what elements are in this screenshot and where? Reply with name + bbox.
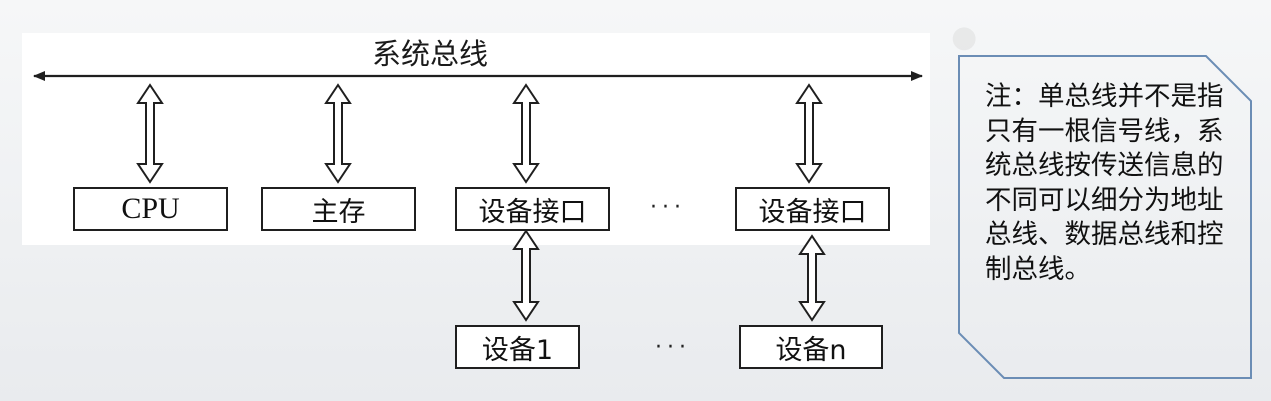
double-arrow-cpu [136, 83, 164, 184]
device-1-box: 设备1 [455, 325, 580, 369]
double-arrow-interface-2 [795, 83, 823, 184]
main-memory-box: 主存 [261, 187, 416, 231]
device-interface-box-2: 设备接口 [735, 187, 890, 231]
device-interface-box-1: 设备接口 [455, 187, 610, 231]
double-arrow-memory [324, 83, 352, 184]
note-callout [958, 55, 1253, 380]
ellipsis-top: ··· [650, 195, 686, 220]
device-n-box: 设备n [739, 325, 883, 369]
system-bus-label: 系统总线 [371, 37, 488, 71]
ellipsis-bottom: ··· [655, 335, 691, 360]
double-arrow-interface-1 [512, 83, 540, 184]
double-arrow-device-n [798, 234, 826, 322]
note-text: 注：单总线并不是指只有一根信号线，系统总线按传送信息的不同可以细分为地址总线、数… [985, 81, 1224, 285]
cpu-box: CPU [73, 187, 228, 231]
double-arrow-device-1 [512, 229, 540, 322]
